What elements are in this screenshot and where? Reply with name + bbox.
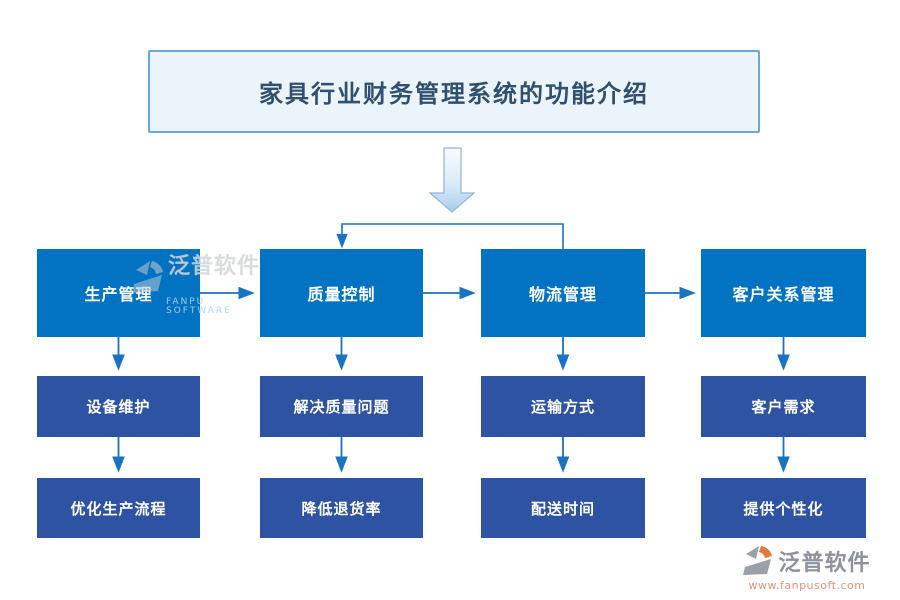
node-customer-needs: 客户需求 (701, 376, 866, 437)
node-label: 质量控制 (307, 285, 376, 304)
node-label: 物流管理 (528, 285, 597, 304)
node-customer-relationship-management: 客户关系管理 (701, 249, 866, 337)
node-label: 客户关系管理 (732, 285, 835, 304)
node-label: 降低退货率 (301, 499, 382, 518)
node-label: 配送时间 (530, 499, 595, 518)
diagram-title: 家具行业财务管理系统的功能介绍 (259, 79, 649, 108)
node-label: 生产管理 (84, 285, 153, 304)
node-optimize-production-process: 优化生产流程 (37, 478, 200, 538)
fanpu-logo-icon (743, 546, 773, 575)
footer-brand-name: 泛普软件 (778, 549, 871, 576)
footer-brand: 泛普软件 www.fanpusoft.com (732, 543, 882, 592)
footer-brand-url: www.fanpusoft.com (748, 579, 866, 592)
node-label: 运输方式 (530, 398, 595, 416)
bracket-connector (336, 223, 564, 249)
node-label: 提供个性化 (743, 499, 824, 518)
node-production-management: 生产管理 (37, 249, 200, 337)
node-label: 解决质量问题 (293, 398, 390, 416)
node-equipment-maintenance: 设备维护 (37, 376, 200, 437)
node-quality-control: 质量控制 (260, 249, 423, 337)
node-label: 设备维护 (86, 398, 151, 416)
node-reduce-return-rate: 降低退货率 (260, 478, 423, 538)
node-transport-mode: 运输方式 (481, 376, 645, 437)
node-label: 客户需求 (751, 398, 816, 416)
node-delivery-time: 配送时间 (481, 478, 645, 538)
title-down-arrow-icon (428, 147, 476, 213)
node-provide-personalization: 提供个性化 (701, 478, 866, 538)
node-solve-quality-issues: 解决质量问题 (260, 376, 423, 437)
node-label: 优化生产流程 (70, 499, 167, 518)
diagram-title-box: 家具行业财务管理系统的功能介绍 (148, 50, 760, 133)
node-logistics-management: 物流管理 (481, 249, 645, 337)
